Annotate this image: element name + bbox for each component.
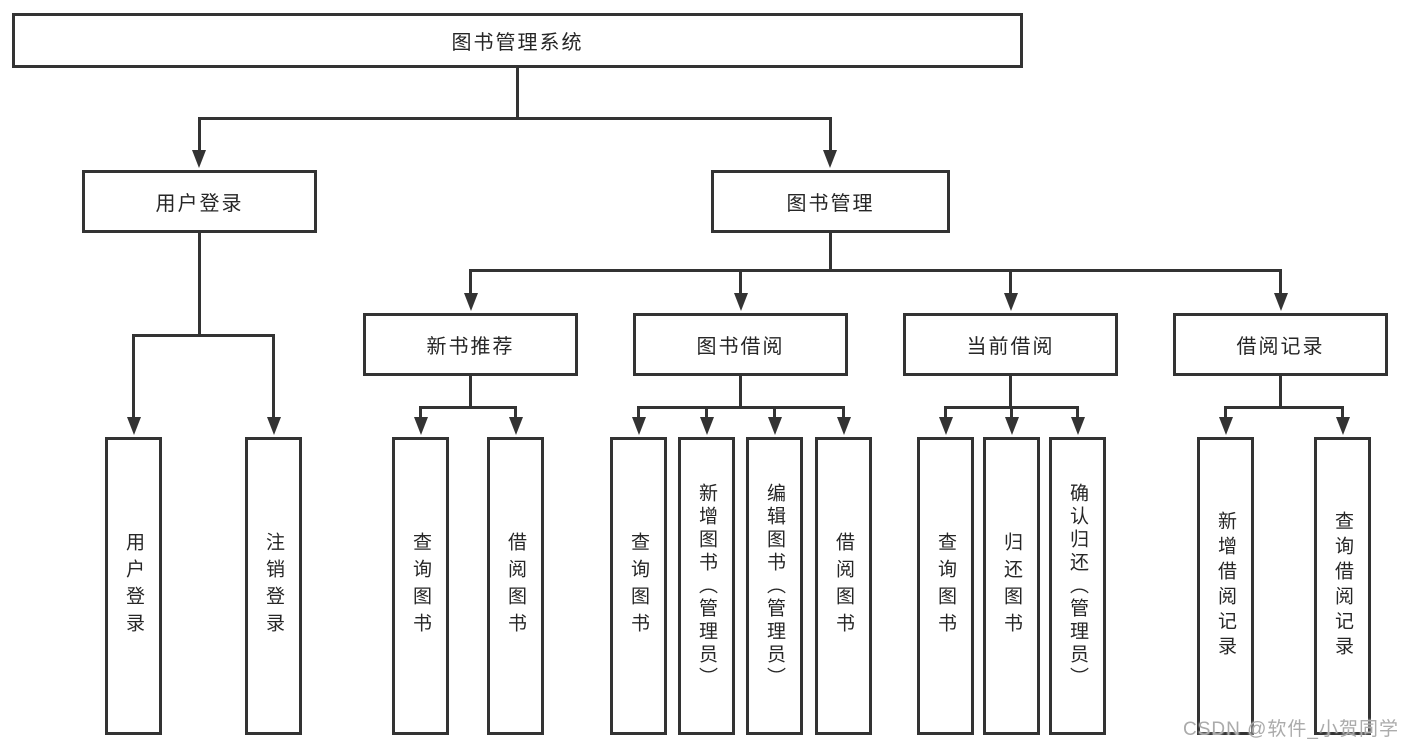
leaf-edit-book-admin-label: 编辑图书（管理员） [764, 482, 785, 690]
connector-line [1009, 374, 1012, 408]
leaf-query-books-borrow: 查询图书 [610, 437, 667, 735]
leaf-borrow-books: 借阅图书 [815, 437, 872, 735]
node-book-borrow-label: 图书借阅 [696, 336, 785, 358]
leaf-return-books-label: 归还图书 [1001, 532, 1022, 640]
connector-line [1279, 269, 1282, 295]
node-root-label: 图书管理系统 [451, 32, 584, 54]
node-book-management-label: 图书管理 [786, 193, 875, 215]
connector-line [705, 406, 708, 418]
arrow-down-icon [1274, 293, 1288, 311]
leaf-add-book-admin-label: 新增图书（管理员） [696, 482, 717, 690]
leaf-return-books: 归还图书 [983, 437, 1040, 735]
leaf-borrow-books-recommend-label: 借阅图书 [505, 532, 526, 640]
connector-line [1010, 406, 1013, 418]
connector-line [1224, 406, 1343, 409]
leaf-add-borrow-record-label: 新增借阅记录 [1215, 511, 1236, 661]
connector-line [132, 334, 135, 418]
arrow-down-icon [837, 417, 851, 435]
connector-line [1009, 269, 1012, 295]
arrow-down-icon [939, 417, 953, 435]
node-borrow-records-label: 借阅记录 [1236, 336, 1325, 358]
leaf-query-books-recommend: 查询图书 [392, 437, 449, 735]
arrow-down-icon [509, 417, 523, 435]
leaf-add-book-admin: 新增图书（管理员） [678, 437, 735, 735]
arrow-down-icon [1071, 417, 1085, 435]
arrow-down-icon [768, 417, 782, 435]
arrow-down-icon [1004, 293, 1018, 311]
connector-line [739, 374, 742, 408]
leaf-confirm-return-admin-label: 确认归还（管理员） [1067, 482, 1088, 690]
connector-line [829, 232, 832, 271]
arrow-down-icon [1005, 417, 1019, 435]
connector-line [198, 232, 201, 336]
arrow-down-icon [414, 417, 428, 435]
connector-line [469, 269, 1282, 272]
arrow-down-icon [632, 417, 646, 435]
arrow-down-icon [267, 417, 281, 435]
leaf-logout-label: 注销登录 [263, 532, 284, 640]
connector-line [198, 117, 201, 155]
node-current-borrow: 当前借阅 [903, 313, 1118, 376]
connector-line [1279, 374, 1282, 408]
connector-line [198, 117, 832, 120]
csdn-watermark: CSDN @软件_小贺同学 [1183, 719, 1399, 740]
connector-line [469, 374, 472, 408]
node-user-login-label: 用户登录 [155, 193, 244, 215]
node-borrow-records: 借阅记录 [1173, 313, 1388, 376]
leaf-borrow-books-label: 借阅图书 [833, 532, 854, 640]
connector-line [829, 117, 832, 155]
connector-line [514, 406, 517, 418]
connector-line [132, 334, 275, 337]
connector-line [1224, 406, 1227, 418]
node-book-management: 图书管理 [711, 170, 950, 233]
connector-line [637, 406, 640, 418]
leaf-query-borrow-record-label: 查询借阅记录 [1332, 511, 1353, 661]
connector-line [773, 406, 776, 418]
leaf-user-login-label: 用户登录 [123, 532, 144, 640]
arrow-down-icon [127, 417, 141, 435]
arrow-down-icon [464, 293, 478, 311]
leaf-logout: 注销登录 [245, 437, 302, 735]
leaf-query-books-recommend-label: 查询图书 [410, 532, 431, 640]
leaf-edit-book-admin: 编辑图书（管理员） [746, 437, 803, 735]
leaf-add-borrow-record: 新增借阅记录 [1197, 437, 1254, 735]
connector-line [469, 269, 472, 295]
node-book-borrow: 图书借阅 [633, 313, 848, 376]
leaf-user-login: 用户登录 [105, 437, 162, 735]
arrow-down-icon [1219, 417, 1233, 435]
connector-line [842, 406, 845, 418]
leaf-query-books-current: 查询图书 [917, 437, 974, 735]
connector-line [1076, 406, 1079, 418]
arrow-down-icon [700, 417, 714, 435]
arrow-down-icon [823, 150, 837, 168]
leaf-borrow-books-recommend: 借阅图书 [487, 437, 544, 735]
connector-line [419, 406, 517, 409]
leaf-query-borrow-record: 查询借阅记录 [1314, 437, 1371, 735]
connector-line [272, 334, 275, 418]
arrow-down-icon [734, 293, 748, 311]
arrow-down-icon [1336, 417, 1350, 435]
connector-line [739, 269, 742, 295]
leaf-query-books-borrow-label: 查询图书 [628, 532, 649, 640]
node-root: 图书管理系统 [12, 13, 1023, 68]
node-user-login: 用户登录 [82, 170, 317, 233]
connector-line [1341, 406, 1344, 418]
leaf-query-books-current-label: 查询图书 [935, 532, 956, 640]
node-current-borrow-label: 当前借阅 [966, 336, 1055, 358]
leaf-confirm-return-admin: 确认归还（管理员） [1049, 437, 1106, 735]
arrow-down-icon [192, 150, 206, 168]
node-new-book-recommend-label: 新书推荐 [426, 336, 515, 358]
connector-line [516, 66, 519, 119]
node-new-book-recommend: 新书推荐 [363, 313, 578, 376]
connector-line [944, 406, 947, 418]
connector-line [637, 406, 844, 409]
connector-line [419, 406, 422, 418]
